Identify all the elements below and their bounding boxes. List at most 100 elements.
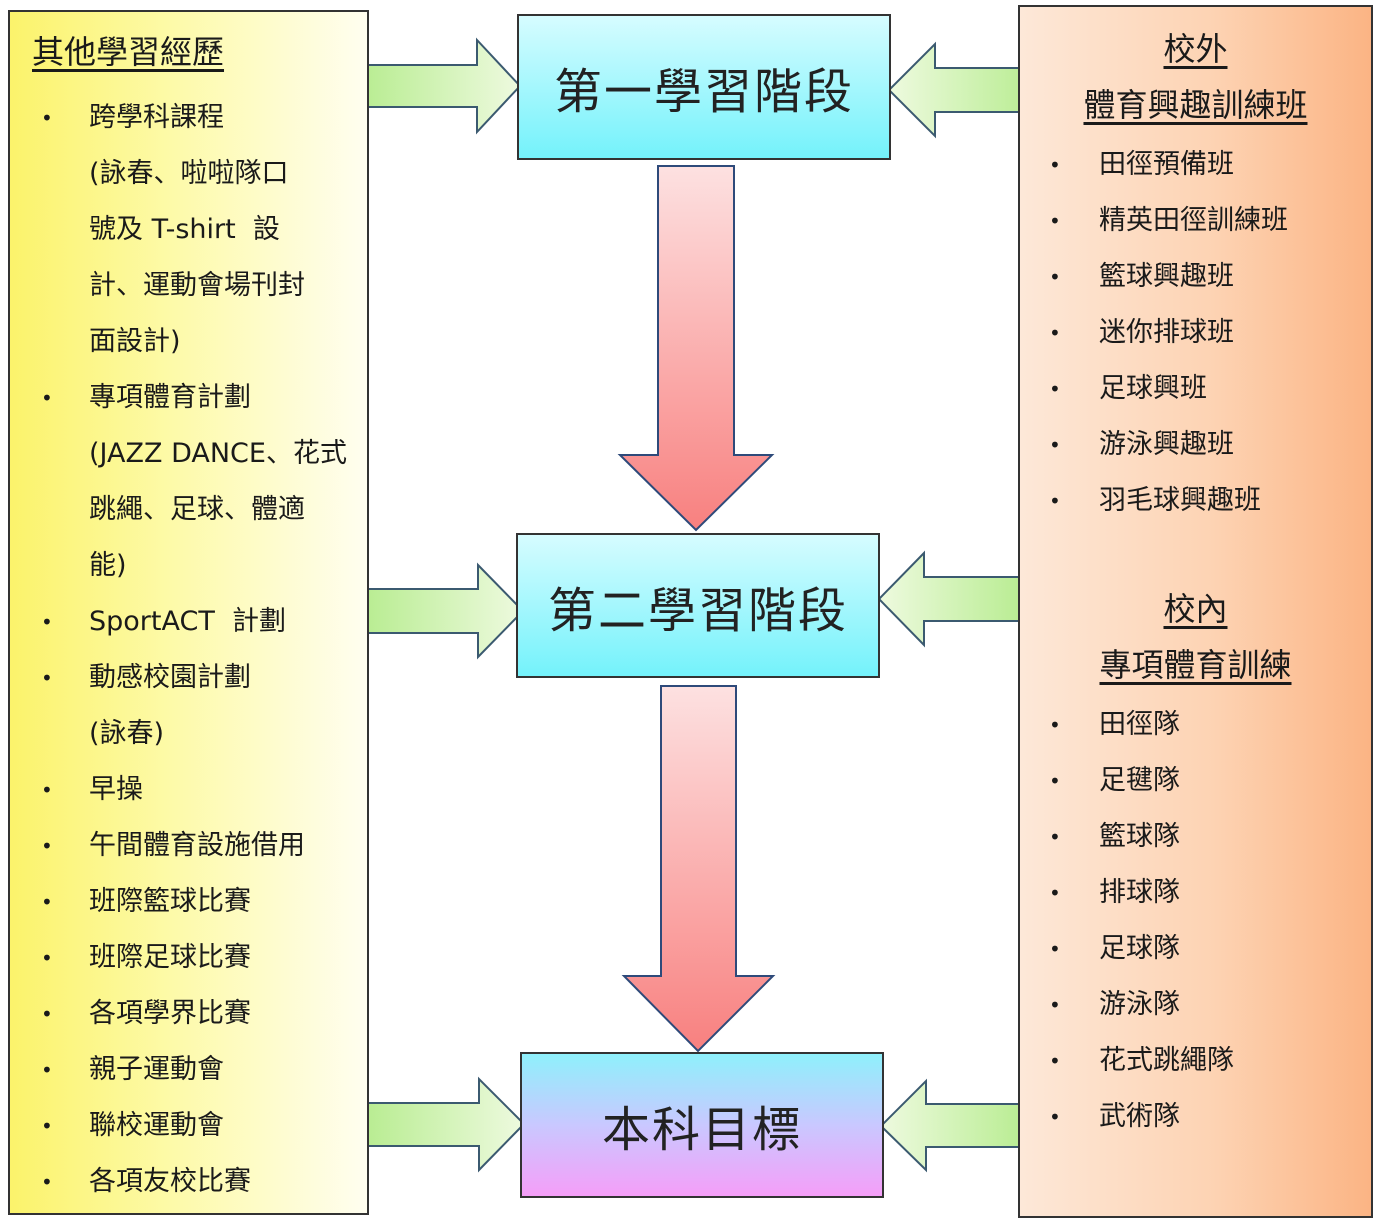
bullet-icon: • [1049, 1105, 1061, 1129]
other-learning-item-label: 聯校運動會 [89, 1110, 224, 1141]
bullet-icon: • [1049, 265, 1061, 289]
other-learning-item: • SportACT 計劃 [10, 594, 367, 650]
bullet-icon: • [1049, 433, 1061, 457]
outside-training-item-label: 羽毛球興趣班 [1099, 485, 1261, 516]
arrow-right-to-goal [879, 1078, 1033, 1173]
inside-heading-line-1: 校內 [1163, 590, 1228, 628]
other-learning-item-label: 親子運動會 [89, 1054, 224, 1085]
inside-training-item: • 游泳隊 [1020, 977, 1371, 1033]
other-learning-item: • 專項體育計劃 (JAZZ DANCE、花式 跳繩、足球、體適 能) [10, 370, 367, 594]
inside-training-item: • 足球隊 [1020, 921, 1371, 977]
other-learning-item-label: 各項學界比賽 [89, 998, 251, 1029]
other-learning-item: • 跨學科課程 (詠春、啦啦隊口 號及 T-shirt 設 計、運動會場刊封 面設… [10, 90, 367, 370]
bullet-icon: • [1049, 713, 1061, 737]
inside-training-item-label: 排球隊 [1099, 877, 1180, 908]
bullet-icon: • [1049, 937, 1061, 961]
arrow-stage-2-to-goal [621, 685, 776, 1053]
inside-training-item-label: 田徑隊 [1099, 709, 1180, 740]
outside-heading-line-1: 校外 [1163, 30, 1228, 68]
bullet-icon: • [41, 890, 53, 914]
other-learning-item-label: 跨學科課程 (詠春、啦啦隊口 號及 T-shirt 設 計、運動會場刊封 面設計… [89, 102, 305, 357]
other-learning-item-label: 午間體育設施借用 [89, 830, 305, 861]
bullet-icon: • [1049, 489, 1061, 513]
inside-training-item: • 武術隊 [1020, 1089, 1371, 1145]
inside-training-item-label: 游泳隊 [1099, 989, 1180, 1020]
outside-training-item: • 迷你排球班 [1020, 305, 1371, 361]
sports-training-panel: 校外 體育興趣訓練班 • 田徑預備班 • 精英田徑訓練班 • 籃球興趣班 • 迷你排球班 • 足球… [1018, 5, 1373, 1218]
other-learning-item: • 午間體育設施借用 [10, 818, 367, 874]
bullet-icon: • [1049, 1049, 1061, 1073]
bullet-icon: • [1049, 881, 1061, 905]
bullet-icon: • [41, 946, 53, 970]
outside-training-item: • 籃球興趣班 [1020, 249, 1371, 305]
bullet-icon: • [41, 1170, 53, 1194]
bullet-icon: • [41, 386, 53, 410]
subject-goal-box: 本科目標 [520, 1052, 884, 1198]
bullet-icon: • [1049, 209, 1061, 233]
outside-training-item: • 田徑預備班 [1020, 137, 1371, 193]
other-learning-item: • 各項友校比賽 [10, 1154, 367, 1210]
other-learning-item-label: SportACT 計劃 [89, 606, 286, 637]
inside-training-item-label: 籃球隊 [1099, 821, 1180, 852]
other-learning-item-label: 各項友校比賽 [89, 1166, 251, 1197]
arrow-left-to-goal [358, 1076, 526, 1173]
arrow-right-to-stage-2 [877, 550, 1031, 648]
bullet-icon: • [41, 610, 53, 634]
bullet-icon: • [1049, 769, 1061, 793]
bullet-icon: • [41, 778, 53, 802]
inside-training-item: • 田徑隊 [1020, 697, 1371, 753]
other-learning-experiences-panel: 其他學習經歷 • 跨學科課程 (詠春、啦啦隊口 號及 T-shirt 設 計、運動… [8, 10, 369, 1215]
inside-training-item-label: 武術隊 [1099, 1101, 1180, 1132]
bullet-icon: • [41, 1002, 53, 1026]
inside-training-item: • 足毽隊 [1020, 753, 1371, 809]
bullet-icon: • [1049, 993, 1061, 1017]
bullet-icon: • [1049, 377, 1061, 401]
stage-2-box: 第二學習階段 [516, 533, 880, 678]
inside-training-item: • 籃球隊 [1020, 809, 1371, 865]
bullet-icon: • [41, 834, 53, 858]
other-learning-item: •親子運動會 [10, 1042, 367, 1098]
outside-training-item-label: 田徑預備班 [1099, 149, 1234, 180]
outside-training-item-label: 足球興班 [1099, 373, 1207, 404]
bullet-icon: • [1049, 825, 1061, 849]
outside-training-item-label: 籃球興趣班 [1099, 261, 1234, 292]
inside-training-item-label: 足球隊 [1099, 933, 1180, 964]
other-learning-list: • 跨學科課程 (詠春、啦啦隊口 號及 T-shirt 設 計、運動會場刊封 面設… [10, 90, 367, 1210]
other-learning-item: • 班際籃球比賽 [10, 874, 367, 930]
bullet-icon: • [1049, 153, 1061, 177]
outside-training-list: • 田徑預備班 • 精英田徑訓練班 • 籃球興趣班 • 迷你排球班 • 足球興班 • 游泳興趣班 • 羽毛… [1020, 137, 1371, 529]
other-learning-item-label: 早操 [89, 774, 143, 805]
inside-training-item: • 花式跳繩隊 [1020, 1033, 1371, 1089]
inside-training-item: • 排球隊 [1020, 865, 1371, 921]
outside-training-item: • 羽毛球興趣班 [1020, 473, 1371, 529]
other-learning-item-label: 班際籃球比賽 [89, 886, 251, 917]
other-learning-item-label: 專項體育計劃 (JAZZ DANCE、花式 跳繩、足球、體適 能) [89, 382, 347, 581]
outside-training-item-label: 迷你排球班 [1099, 317, 1234, 348]
stage-1-box: 第一學習階段 [517, 14, 891, 160]
bullet-icon: • [41, 1114, 53, 1138]
bullet-icon: • [41, 666, 53, 690]
bullet-icon: • [1049, 321, 1061, 345]
other-learning-item: • 動感校園計劃 (詠春) [10, 650, 367, 762]
outside-heading-line-2: 體育興趣訓練班 [1083, 86, 1308, 124]
outside-training-item: • 游泳興趣班 [1020, 417, 1371, 473]
other-learning-item-label: 動感校園計劃 (詠春) [89, 662, 251, 749]
arrow-stage-1-to-stage-2 [617, 165, 775, 532]
inside-training-item-label: 花式跳繩隊 [1099, 1045, 1234, 1076]
outside-training-item: • 足球興班 [1020, 361, 1371, 417]
other-learning-item: • 各項學界比賽 [10, 986, 367, 1042]
arrow-left-to-stage-2 [357, 562, 525, 660]
other-learning-item: • 早操 [10, 762, 367, 818]
bullet-icon: • [41, 106, 53, 130]
arrow-left-to-stage-1 [355, 37, 522, 135]
inside-training-list: • 田徑隊 • 足毽隊 • 籃球隊 • 排球隊 • 足球隊 • 游泳隊 • 花式跳繩隊 • 武術隊 [1020, 697, 1371, 1145]
outside-training-item-label: 精英田徑訓練班 [1099, 205, 1288, 236]
outside-training-item: • 精英田徑訓練班 [1020, 193, 1371, 249]
inside-training-item-label: 足毽隊 [1099, 765, 1180, 796]
other-learning-item: •班際足球比賽 [10, 930, 367, 986]
other-learning-item: • 聯校運動會 [10, 1098, 367, 1154]
outside-training-item-label: 游泳興趣班 [1099, 429, 1234, 460]
inside-heading-line-2: 專項體育訓練 [1099, 646, 1292, 684]
left-panel-heading: 其他學習經歷 [32, 33, 225, 71]
